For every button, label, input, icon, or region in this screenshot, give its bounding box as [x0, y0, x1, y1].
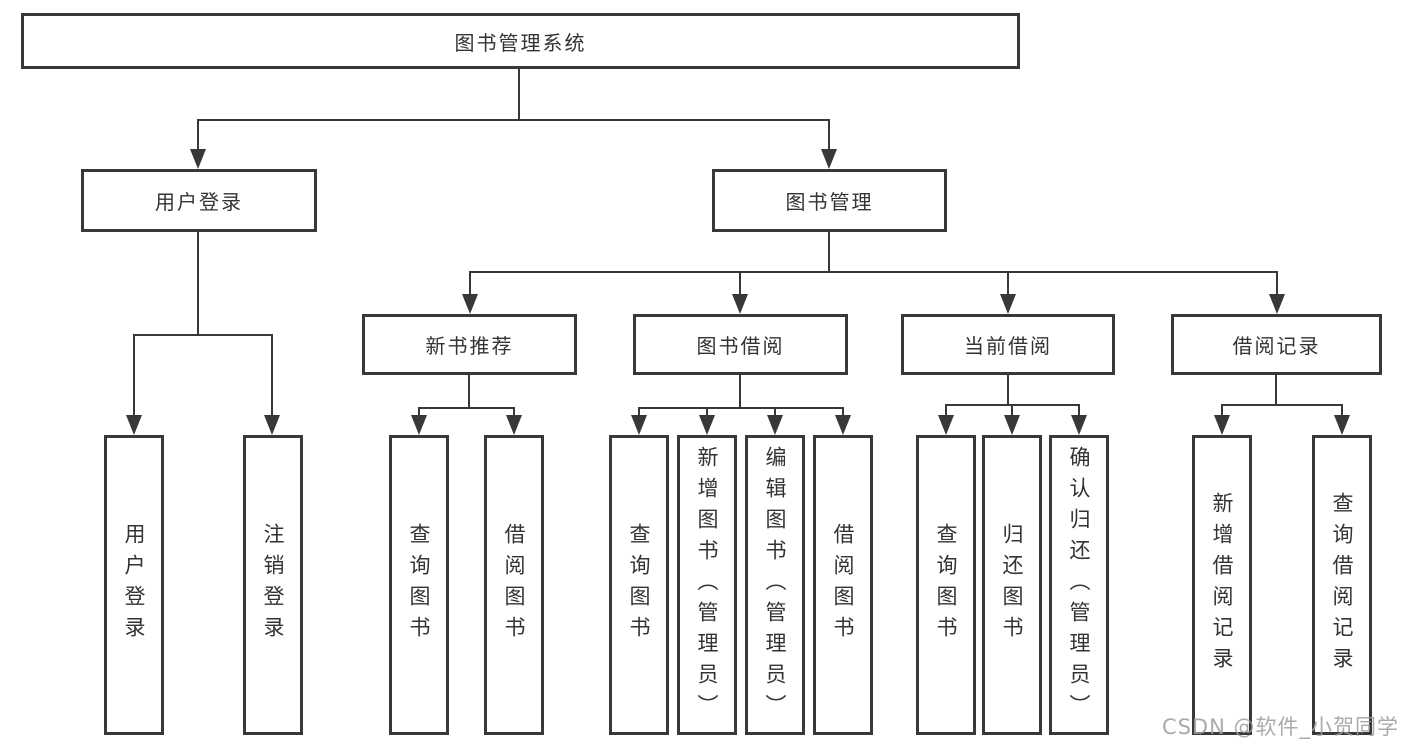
- connector-line: [1011, 404, 1013, 417]
- leaf-user-login: 用户登录: [104, 435, 164, 735]
- arrow-down-icon: [938, 415, 954, 435]
- connector-line: [1276, 271, 1278, 296]
- leaf-label: 新增借阅记录: [1210, 492, 1234, 678]
- leaf-edit-book-admin: 编辑图书（管理员）: [745, 435, 805, 735]
- connector-line: [1221, 404, 1223, 417]
- leaf-return-book: 归还图书: [982, 435, 1042, 735]
- leaf-label: 查询图书: [407, 523, 431, 647]
- arrow-down-icon: [1004, 415, 1020, 435]
- connector-line: [418, 407, 420, 417]
- connector-line: [1341, 404, 1343, 417]
- arrow-down-icon: [821, 149, 837, 169]
- node-library-system: 图书管理系统: [21, 13, 1020, 69]
- connector-line: [739, 271, 741, 296]
- connector-line: [513, 407, 515, 417]
- connector-line: [198, 119, 830, 121]
- arrow-down-icon: [1269, 294, 1285, 314]
- arrow-down-icon: [506, 415, 522, 435]
- connector-line: [197, 231, 199, 336]
- leaf-label: 查询借阅记录: [1330, 492, 1354, 678]
- arrow-down-icon: [411, 415, 427, 435]
- connector-line: [419, 407, 514, 409]
- leaf-add-book-admin: 新增图书（管理员）: [677, 435, 737, 735]
- connector-line: [945, 404, 947, 417]
- node-book-borrow: 图书借阅: [633, 314, 848, 375]
- connector-line: [1007, 374, 1009, 406]
- leaf-query-books-recommend: 查询图书: [389, 435, 449, 735]
- connector-line: [706, 407, 708, 417]
- connector-line: [828, 119, 830, 151]
- leaf-add-borrow-record: 新增借阅记录: [1192, 435, 1252, 735]
- arrow-down-icon: [1071, 415, 1087, 435]
- node-borrow-records: 借阅记录: [1171, 314, 1382, 375]
- leaf-label: 查询图书: [627, 523, 651, 647]
- leaf-query-borrow-record: 查询借阅记录: [1312, 435, 1372, 735]
- leaf-label: 借阅图书: [502, 523, 526, 647]
- arrow-down-icon: [699, 415, 715, 435]
- leaf-query-books-borrow: 查询图书: [609, 435, 669, 735]
- connector-line: [271, 334, 273, 417]
- leaf-label: 编辑图书（管理员）: [763, 445, 787, 725]
- arrow-down-icon: [190, 149, 206, 169]
- connector-line: [739, 374, 741, 409]
- connector-line: [134, 334, 273, 336]
- node-book-management: 图书管理: [712, 169, 947, 232]
- leaf-label: 用户登录: [122, 523, 146, 647]
- connector-line: [1007, 271, 1009, 296]
- connector-line: [518, 68, 520, 121]
- leaf-query-books-current: 查询图书: [916, 435, 976, 735]
- watermark: CSDN @软件_小贺同学: [1161, 715, 1399, 739]
- arrow-down-icon: [462, 294, 478, 314]
- leaf-label: 借阅图书: [831, 523, 855, 647]
- connector-line: [133, 334, 135, 417]
- leaf-borrow-books-borrow: 借阅图书: [813, 435, 873, 735]
- connector-line: [639, 407, 843, 409]
- connector-line: [197, 119, 199, 151]
- arrow-down-icon: [264, 415, 280, 435]
- arrow-down-icon: [631, 415, 647, 435]
- arrow-down-icon: [732, 294, 748, 314]
- connector-line: [1078, 404, 1080, 417]
- leaf-label: 归还图书: [1000, 523, 1024, 647]
- node-user-login-branch: 用户登录: [81, 169, 317, 232]
- connector-line: [469, 271, 1277, 273]
- connector-line: [842, 407, 844, 417]
- arrow-down-icon: [767, 415, 783, 435]
- arrow-down-icon: [1214, 415, 1230, 435]
- node-new-book-recommend: 新书推荐: [362, 314, 577, 375]
- leaf-label: 确认归还（管理员）: [1067, 445, 1091, 725]
- connector-line: [1222, 404, 1342, 406]
- connector-line: [774, 407, 776, 417]
- leaf-label: 注销登录: [261, 523, 285, 647]
- arrow-down-icon: [126, 415, 142, 435]
- leaf-label: 查询图书: [934, 523, 958, 647]
- leaf-logout: 注销登录: [243, 435, 303, 735]
- arrow-down-icon: [835, 415, 851, 435]
- connector-line: [638, 407, 640, 417]
- arrow-down-icon: [1000, 294, 1016, 314]
- connector-line: [1275, 374, 1277, 406]
- node-current-borrow: 当前借阅: [901, 314, 1115, 375]
- connector-line: [828, 231, 830, 273]
- connector-line: [469, 271, 471, 296]
- arrow-down-icon: [1334, 415, 1350, 435]
- connector-line: [468, 374, 470, 409]
- leaf-confirm-return-admin: 确认归还（管理员）: [1049, 435, 1109, 735]
- leaf-borrow-books-recommend: 借阅图书: [484, 435, 544, 735]
- leaf-label: 新增图书（管理员）: [695, 445, 719, 725]
